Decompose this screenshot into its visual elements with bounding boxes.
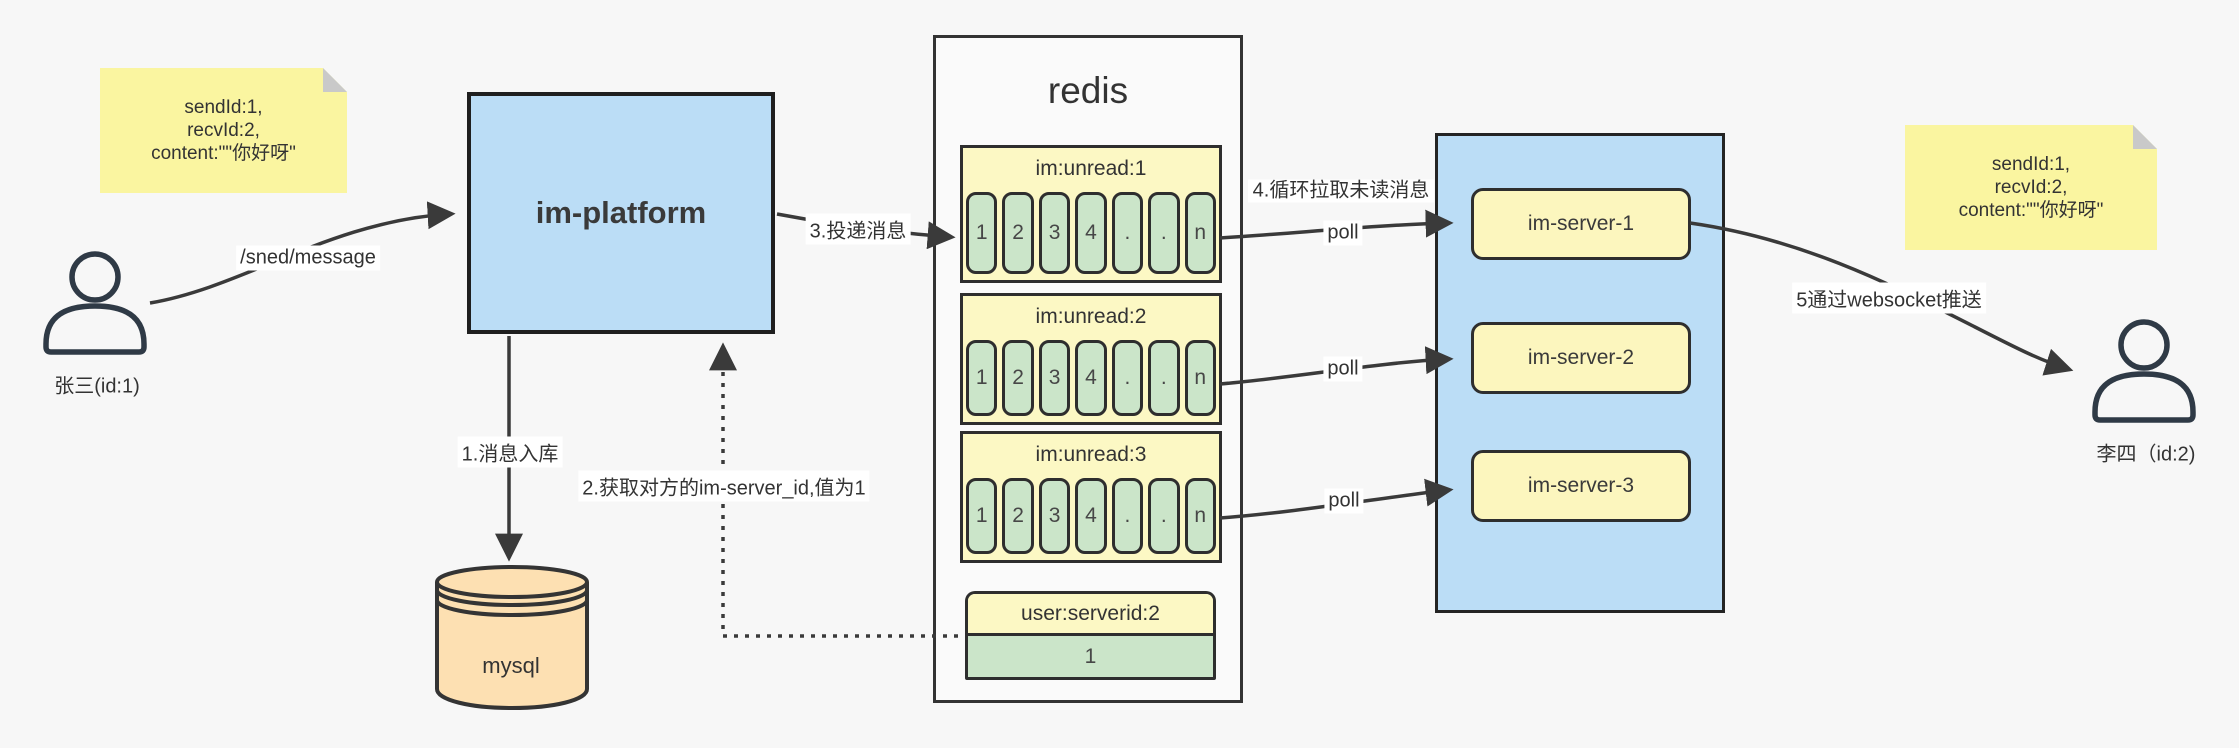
queue-header: im:unread:3 bbox=[1035, 443, 1147, 466]
edge-label-step2: 2.获取对方的im-server_id,值为1 bbox=[578, 470, 870, 502]
queue-cell: n bbox=[1184, 478, 1216, 554]
queue-cell: . bbox=[1148, 478, 1180, 554]
queue-cell: 4 bbox=[1075, 478, 1107, 554]
im-server-2-box: im-server-2 bbox=[1471, 322, 1691, 394]
queue-im-unread-3: im:unread:3 1 2 3 4 . . n bbox=[960, 431, 1222, 563]
edge-label-poll: poll bbox=[1323, 220, 1363, 246]
queue-cell: . bbox=[1148, 340, 1180, 416]
sticky-note-sender: sendId:1, recvId:2, content:""你好呀" bbox=[100, 68, 347, 193]
im-server-container: im-server-1 im-server-2 im-server-3 bbox=[1435, 133, 1725, 613]
queue-cell: 1 bbox=[966, 478, 998, 554]
queue-cell: 2 bbox=[1002, 478, 1034, 554]
edge-label-poll: poll bbox=[1324, 488, 1364, 514]
sender-label: 张三(id:1) bbox=[54, 375, 140, 398]
queue-header: im:unread:2 bbox=[1035, 305, 1147, 328]
receiver-label: 李四（id:2) bbox=[2096, 443, 2196, 466]
queue-cell: 2 bbox=[1002, 340, 1034, 416]
queue-cell: . bbox=[1148, 192, 1180, 274]
queue-cell: . bbox=[1111, 478, 1144, 554]
queue-cell: . bbox=[1111, 192, 1144, 274]
queue-cell: 1 bbox=[966, 192, 998, 274]
mapping-user-serverid: user:serverid:2 1 bbox=[965, 591, 1216, 680]
edge-label-step1: 1.消息入库 bbox=[457, 436, 563, 468]
mysql-label: mysql bbox=[482, 653, 540, 678]
queue-cell: 3 bbox=[1038, 478, 1071, 554]
user-icon bbox=[43, 251, 147, 355]
edge-label-poll: poll bbox=[1323, 356, 1363, 382]
note-fold-icon bbox=[2133, 125, 2157, 149]
redis-container: redis im:unread:1 1 2 3 4 . . n im:unrea… bbox=[933, 35, 1243, 703]
edge-label-step3: 3.投递消息 bbox=[805, 213, 911, 245]
queue-header: im:unread:1 bbox=[1035, 157, 1147, 180]
note-line: sendId:1, bbox=[184, 97, 263, 118]
note-line: recvId:2, bbox=[1994, 177, 2068, 198]
queue-cell: . bbox=[1111, 340, 1144, 416]
note-fold-icon bbox=[323, 68, 347, 92]
queue-im-unread-2: im:unread:2 1 2 3 4 . . n bbox=[960, 293, 1222, 425]
queue-cell: 3 bbox=[1038, 340, 1071, 416]
queue-cell: 3 bbox=[1038, 192, 1071, 274]
im-platform-label: im-platform bbox=[535, 195, 707, 230]
edge-label-step5: 5通过websocket推送 bbox=[1792, 282, 1986, 314]
im-platform-box: im-platform bbox=[467, 92, 775, 334]
queue-cells: 1 2 3 4 . . n bbox=[966, 340, 1216, 416]
redis-title: redis bbox=[1047, 70, 1129, 111]
queue-cell: 1 bbox=[966, 340, 998, 416]
queue-cell: 4 bbox=[1075, 340, 1107, 416]
mapping-value: 1 bbox=[968, 636, 1213, 677]
queue-cell: n bbox=[1184, 192, 1216, 274]
queue-cell: 2 bbox=[1002, 192, 1034, 274]
mapping-header: user:serverid:2 bbox=[968, 594, 1213, 636]
mysql-cylinder-icon bbox=[435, 565, 589, 710]
queue-cell: n bbox=[1184, 340, 1216, 416]
queue-cells: 1 2 3 4 . . n bbox=[966, 478, 1216, 554]
queue-cell: 4 bbox=[1075, 192, 1107, 274]
edge-label-send: /sned/message bbox=[236, 245, 380, 271]
queue-im-unread-1: im:unread:1 1 2 3 4 . . n bbox=[960, 145, 1222, 283]
note-line: content:""你好呀" bbox=[1958, 200, 2104, 221]
note-line: content:""你好呀" bbox=[151, 143, 296, 164]
im-server-1-box: im-server-1 bbox=[1471, 188, 1691, 260]
sticky-note-receiver: sendId:1, recvId:2, content:""你好呀" bbox=[1905, 125, 2157, 250]
note-line: recvId:2, bbox=[187, 120, 260, 141]
edge-label-step4: 4.循环拉取未读消息 bbox=[1248, 179, 1434, 203]
im-server-3-box: im-server-3 bbox=[1471, 450, 1691, 522]
queue-cells: 1 2 3 4 . . n bbox=[966, 192, 1216, 274]
note-line: sendId:1, bbox=[1991, 154, 2071, 175]
user-icon bbox=[2092, 319, 2196, 423]
